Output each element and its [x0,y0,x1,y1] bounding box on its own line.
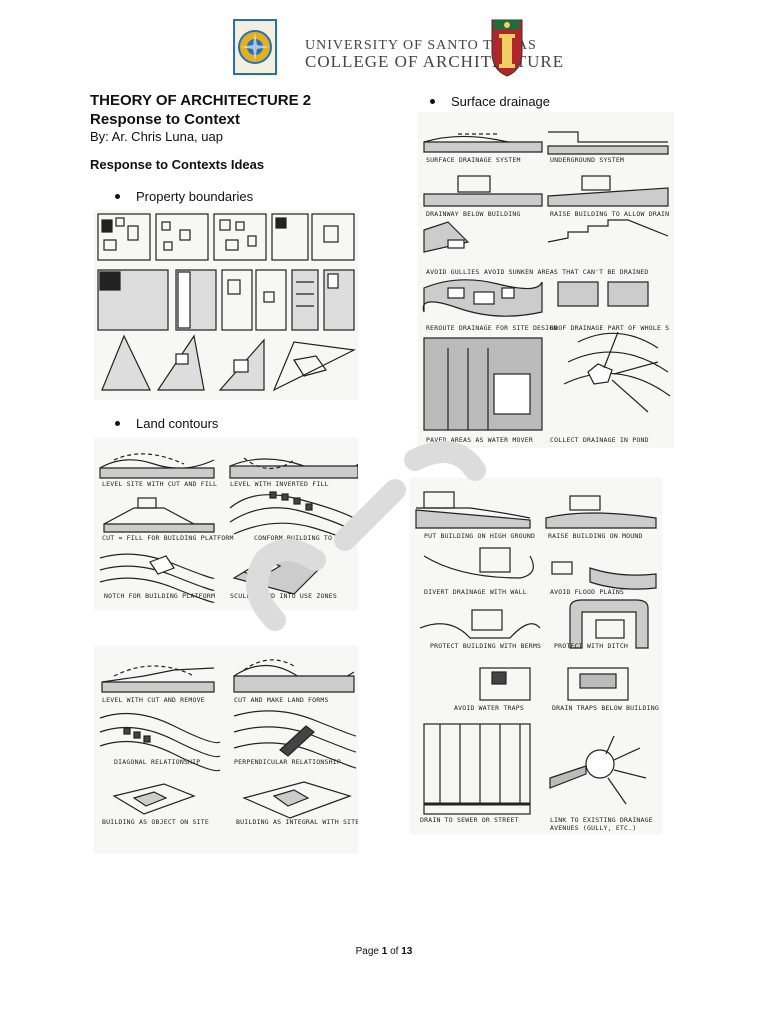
sketch-label: AVOID FLOOD PLAINS [550,588,625,596]
sketch-label: PERPENDICULAR RELATIONSHIP [234,758,341,766]
page-current: 1 [381,946,388,957]
surface-drainage-sketch-2: PUT BUILDING ON HIGH GROUND RAISE BUILDI… [410,478,662,834]
sketch-label: CONFORM BUILDING TO CONTOURS [254,534,358,542]
document-author: By: Ar. Chris Luna, uap [90,129,223,144]
bullet-label: Land contours [136,416,219,431]
sketch-label: NOTCH FOR BUILDING PLATFORM [104,592,216,600]
sketch-label: PAVED AREAS AS WATER MOVER [426,436,533,444]
sketch-label: LINK TO EXISTING DRAINAGE AVENUES (GULLY… [550,816,653,832]
page-total: 13 [401,946,413,957]
sketch-label: DIAGONAL RELATIONSHIP [114,758,201,766]
land-contours-sketch-2: LEVEL WITH CUT AND REMOVE CUT AND MAKE L… [94,646,358,854]
bullet-label: Property boundaries [136,189,254,204]
university-seal-logo [232,18,278,76]
bullet-dot-icon [430,99,435,105]
section-heading: Response to Contexts Ideas [90,157,265,172]
surface-drainage-sketch-1: SURFACE DRAINAGE SYSTEM UNDERGROUND SYST… [418,112,674,448]
bullet-surface-drainage: Surface drainage [430,94,550,109]
sketch-label: PROTECT BUILDING WITH BERMS [430,642,542,650]
bullet-label: Surface drainage [451,94,551,109]
bullet-land-contours: Land contours [115,416,218,431]
bullet-dot-icon [115,194,120,200]
sketch-label: LEVEL WITH INVERTED FILL [230,480,329,488]
page-of: of [387,946,402,957]
property-boundaries-sketch [94,210,358,400]
sketch-label: DRAIN TRAPS BELOW BUILDING [552,704,659,712]
sketch-label: DRAINWAY BELOW BUILDING [426,210,521,218]
sketch-label: SCULPT LAND INTO USE ZONES [230,592,337,600]
sketch-label: UNDERGROUND SYSTEM [550,156,625,164]
sketch-label: BUILDING AS OBJECT ON SITE [102,818,209,826]
page-number: Page 1 of 13 [0,946,768,957]
sketch-label: LEVEL SITE WITH CUT AND FILL [102,480,218,488]
sketch-label: CUT = FILL FOR BUILDING PLATFORM [102,534,234,542]
sketch-label: RAISE BUILDING TO ALLOW DRAIN [550,210,670,218]
sketch-label: PUT BUILDING ON HIGH GROUND [424,532,536,540]
sketch-label: AVOID GULLIES [426,268,480,276]
document-title: THEORY OF ARCHITECTURE 2 [90,92,312,109]
university-name: UNIVERSITY OF SANTO TOMAS [305,38,537,53]
page-prefix: Page [355,946,382,957]
sketch-label: ROOF DRAINAGE PART OF WHOLE S [550,324,670,332]
sketch-label: AVOID SUNKEN AREAS THAT CAN'T BE DRAINED [484,268,649,276]
sketch-label: REROUTE DRAINAGE FOR SITE DESIGN [426,324,558,332]
land-contours-sketch-1: LEVEL SITE WITH CUT AND FILL LEVEL WITH … [94,438,358,610]
sketch-label: RAISE BUILDING ON MOUND [548,532,643,540]
sketch-label: DRAIN TO SEWER OR STREET [420,816,519,824]
sketch-label: COLLECT DRAINAGE IN POND [550,436,649,444]
document-subtitle: Response to Context [90,111,241,128]
sketch-label: PROTECT WITH DITCH [554,642,629,650]
bullet-property-boundaries: Property boundaries [115,189,253,204]
sketch-label: DIVERT DRAINAGE WITH WALL [424,588,527,596]
sketch-label: CUT AND MAKE LAND FORMS [234,696,329,704]
bullet-dot-icon [115,421,120,427]
college-crest-logo [486,14,528,78]
sketch-label: SURFACE DRAINAGE SYSTEM [426,156,521,164]
sketch-label: AVOID WATER TRAPS [454,704,524,712]
sketch-label: BUILDING AS INTEGRAL WITH SITE [236,818,358,826]
sketch-label: LEVEL WITH CUT AND REMOVE [102,696,205,704]
